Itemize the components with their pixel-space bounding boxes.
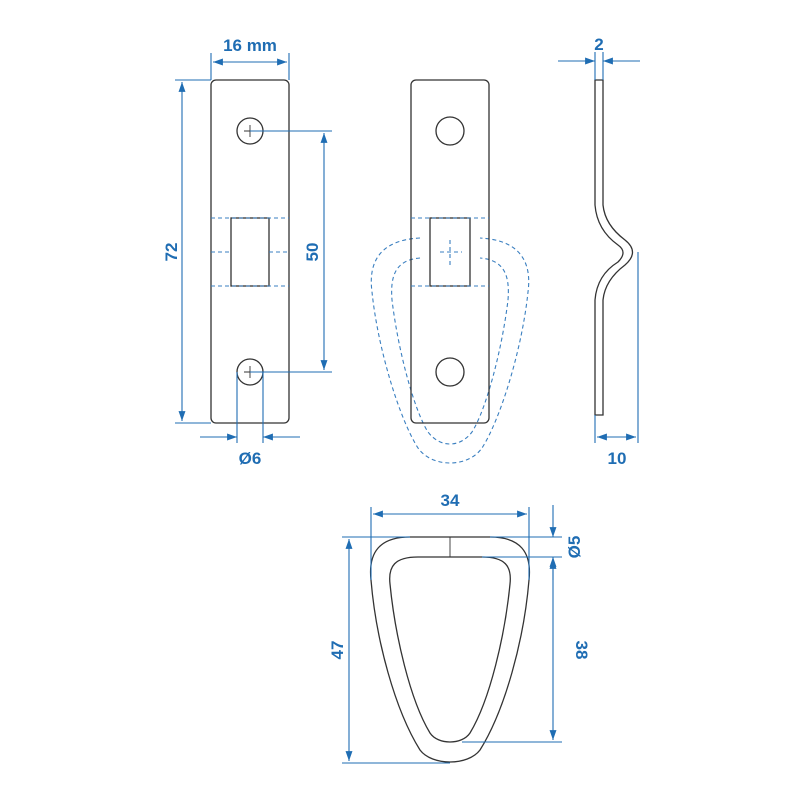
dimension-thickness: 2 (558, 35, 640, 80)
label-ring-inner-height: 38 (572, 641, 591, 660)
dimension-ring-inner-height: 38 (462, 559, 591, 743)
dimension-plate-length: 72 (162, 79, 211, 424)
dimension-ring-height: 47 (328, 536, 450, 764)
label-thickness: 2 (594, 35, 603, 54)
dimension-depth: 10 (594, 252, 639, 468)
label-plate-width: 16 mm (223, 36, 277, 55)
label-depth: 10 (608, 449, 627, 468)
label-ring-height: 47 (328, 641, 347, 660)
label-wire-diameter: Ø5 (565, 536, 584, 559)
dimension-hole-spacing: 50 (250, 130, 332, 373)
label-hole-spacing: 50 (303, 243, 322, 262)
label-hole-diameter: Ø6 (239, 449, 262, 468)
ring-view (369, 536, 531, 763)
dimension-plate-width: 16 mm (210, 36, 290, 80)
label-ring-width: 34 (441, 491, 460, 510)
dimension-hole-diameter: Ø6 (200, 372, 300, 468)
plate-front-view (210, 79, 290, 424)
plate-with-ring-view (370, 79, 530, 464)
plate-side-view (594, 79, 634, 416)
label-plate-length: 72 (162, 243, 181, 262)
dimension-ring-width: 34 (370, 491, 530, 580)
